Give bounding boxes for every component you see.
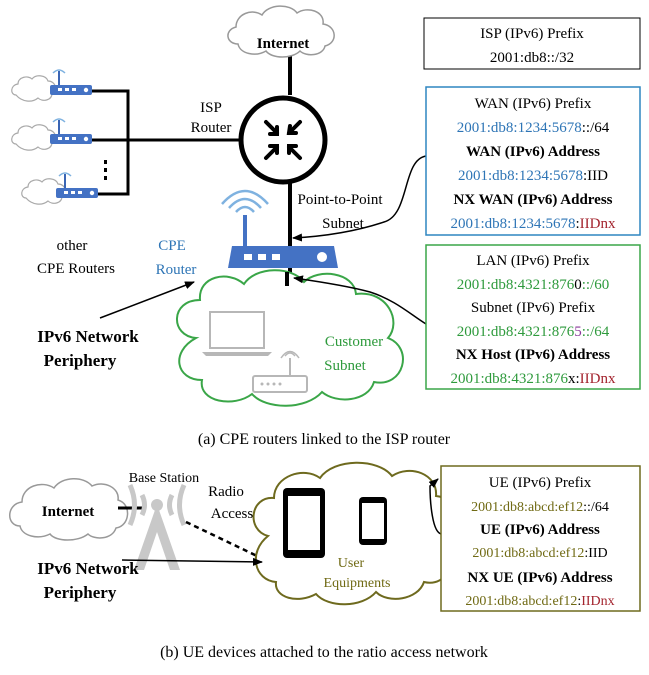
subnet-prefix-title: Subnet (IPv6) Prefix [471,300,596,316]
internet-cloud-bottom: Internet [9,478,129,541]
wan-box: WAN (IPv6) Prefix 2001:db8:1234:5678::/6… [425,86,641,236]
ue-box: UE (IPv6) Prefix 2001:db8:abcd:ef12::/64… [440,465,641,612]
periphery-arrow-top [99,281,195,319]
caption-b: (b) UE devices attached to the ratio acc… [160,644,488,661]
periphery-label-bottom-line2: Periphery [44,583,117,602]
isp-prefix-box: ISP (IPv6) Prefix 2001:db8::/32 [423,17,641,70]
internet-cloud: Internet [227,5,335,58]
ue-arrow [428,478,443,535]
lan-prefix-value: 2001:db8:4321:8760::/60 [457,277,610,293]
nx-host-address-value: 2001:db8:4321:876x:IIDnx [450,371,616,387]
ue-label-line1: User [338,556,365,571]
other-cpe-router-1 [11,69,93,102]
other-cpe-label-line2: CPE Routers [37,261,115,277]
ue-label-line2: Equipments [324,576,391,591]
smartphone-icon [359,497,387,545]
other-cpe-router-2 [11,118,93,151]
nx-wan-address-value: 2001:db8:1234:5678:IIDnx [450,216,616,232]
internet-label: Internet [257,36,310,52]
ellipsis-dots [104,160,107,180]
wan-prefix-title: WAN (IPv6) Prefix [475,96,592,112]
p2p-label-line1: Point-to-Point [297,192,383,208]
internet-label-bottom: Internet [42,504,95,520]
ue-address-title: UE (IPv6) Address [480,522,600,538]
other-cpe-label-line1: other [57,238,88,254]
cpe-router-label-line2: Router [156,262,197,278]
ue-prefix-value: 2001:db8:abcd:ef12::/64 [471,500,609,515]
base-station-icon [127,483,187,570]
caption-a: (a) CPE routers linked to the ISP router [198,431,451,448]
tablet-icon [283,488,325,558]
customer-label-line2: Subnet [324,358,367,374]
wan-address-title: WAN (IPv6) Address [466,144,600,160]
isp-router-label-line1: ISP [200,100,222,116]
other-cpe-links [78,89,241,196]
ue-prefix-title: UE (IPv6) Prefix [489,475,592,491]
wan-address-value: 2001:db8:1234:5678:IID [458,168,608,184]
nx-ue-address-value: 2001:db8:abcd:ef12:IIDnx [465,594,614,609]
customer-label-line1: Customer [325,334,383,350]
lan-box: LAN (IPv6) Prefix 2001:db8:4321:8760::/6… [425,244,641,390]
base-station-label: Base Station [129,471,199,486]
periphery-label-bottom-line1: IPv6 Network [37,559,139,578]
periphery-label-top-line1: IPv6 Network [37,327,139,346]
wan-arrow [292,155,427,242]
radio-label-line1: Radio [208,484,244,500]
ue-cloud: User Equipments [252,461,457,606]
nx-host-address-title: NX Host (IPv6) Address [456,347,610,363]
laptop-icon [202,311,272,356]
isp-prefix-value: 2001:db8::/32 [490,50,574,66]
cpe-router-icon [221,189,338,268]
isp-router-label-line2: Router [191,120,232,136]
p2p-label-line2: Subnet [322,216,365,232]
wan-prefix-value: 2001:db8:1234:5678::/64 [457,120,610,136]
ue-address-value: 2001:db8:abcd:ef12:IID [472,546,607,561]
other-cpe-router-3 [21,172,99,205]
periphery-label-top-line2: Periphery [44,351,117,370]
cpe-router-label-line1: CPE [158,238,186,254]
isp-prefix-title: ISP (IPv6) Prefix [480,26,584,42]
modem-icon [252,350,308,393]
isp-router-icon [238,95,328,185]
lan-arrow [293,275,427,325]
radio-label-line2: Access [211,506,254,522]
nx-wan-address-title: NX WAN (IPv6) Address [453,192,612,208]
customer-subnet-cloud: Customer Subnet [176,269,404,407]
lan-prefix-title: LAN (IPv6) Prefix [476,253,590,269]
periphery-arrow-bottom [121,557,263,566]
subnet-prefix-value: 2001:db8:4321:8765::/64 [457,324,610,340]
nx-ue-address-title: NX UE (IPv6) Address [467,570,612,586]
